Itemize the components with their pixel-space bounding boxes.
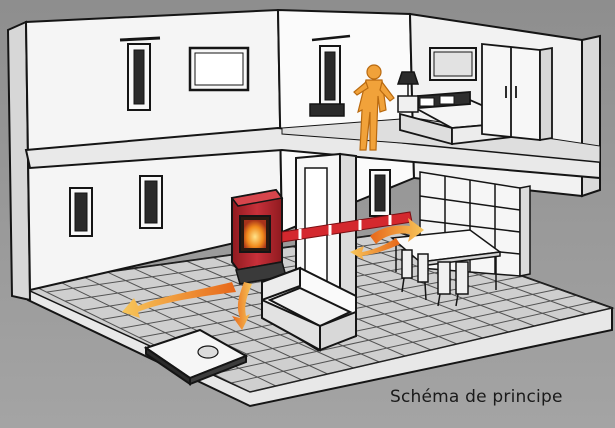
caption-text: Schéma de principe [390,387,615,407]
wardrobe-icon [482,44,552,140]
stove-icon [232,190,286,284]
